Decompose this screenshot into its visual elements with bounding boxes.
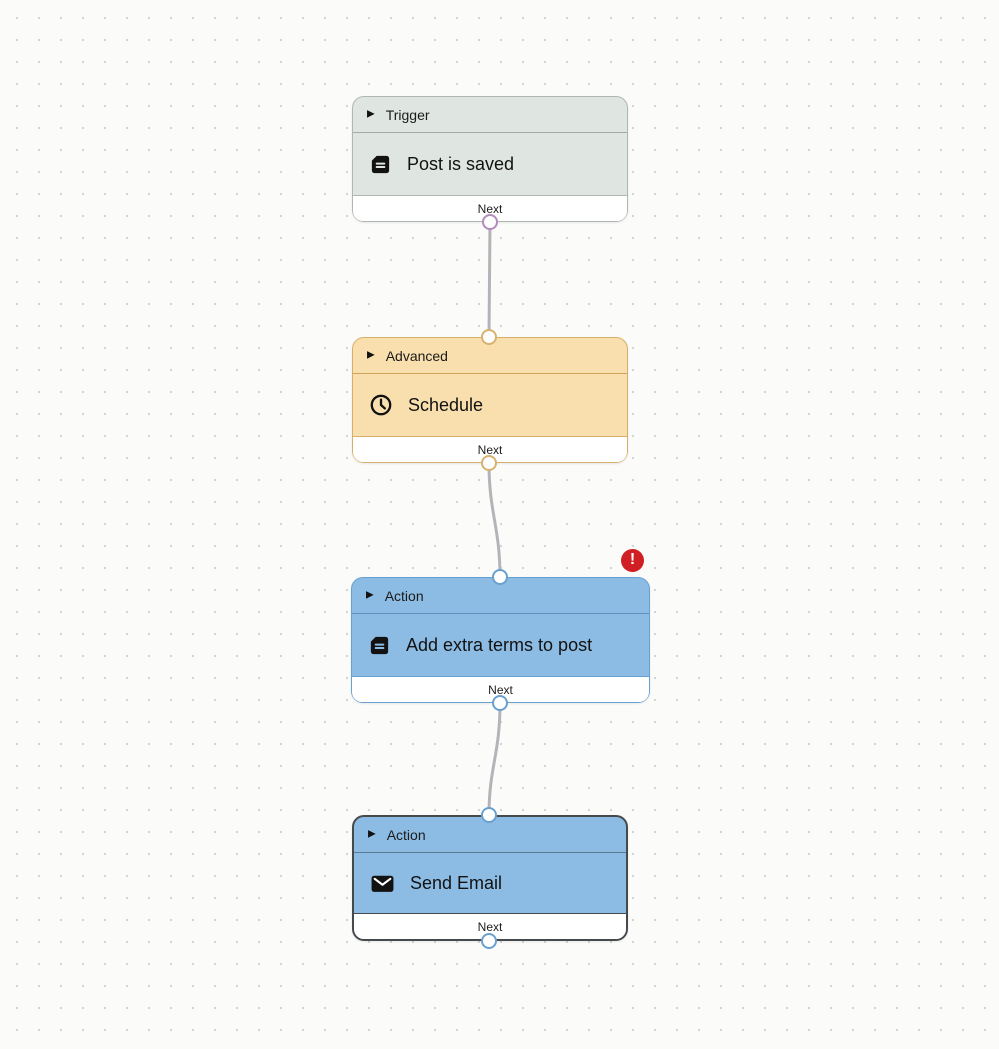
node-body: Schedule [353, 374, 627, 436]
port-output-add-terms[interactable] [492, 695, 508, 711]
node-footer-next: Next [353, 195, 627, 221]
disclosure-triangle-icon[interactable]: ▶ [368, 828, 376, 839]
node-category-label: Trigger [385, 106, 430, 123]
node-body: Send Email [354, 853, 626, 913]
port-output-advanced[interactable] [481, 455, 497, 471]
next-label: Next [477, 919, 503, 934]
edge-add-terms-to-send-email [487, 701, 502, 817]
edge-trigger-to-advanced [487, 220, 492, 339]
document-icon [371, 155, 390, 173]
envelope-icon [371, 875, 394, 892]
node-title: Send Email [410, 872, 503, 893]
node-category-label: Action [384, 587, 424, 604]
port-output-trigger[interactable] [482, 214, 498, 230]
next-label: Next [477, 201, 503, 216]
node-header[interactable]: ▶ Trigger [353, 97, 627, 133]
node-body: Post is saved [353, 133, 627, 195]
node-title: Add extra terms to post [406, 634, 593, 655]
disclosure-triangle-icon[interactable]: ▶ [367, 108, 375, 119]
node-header[interactable]: ▶ Advanced [353, 338, 627, 374]
node-action-add-extra-terms[interactable]: ▶ Action Add extra terms to post Next [351, 577, 650, 703]
disclosure-triangle-icon[interactable]: ▶ [366, 589, 374, 600]
node-advanced-schedule[interactable]: ▶ Advanced Schedule Next [352, 337, 628, 463]
node-header[interactable]: ▶ Action [352, 578, 649, 614]
port-output-send-email[interactable] [481, 933, 497, 949]
error-badge-icon[interactable]: ! [621, 549, 644, 572]
node-trigger-post-is-saved[interactable]: ▶ Trigger Post is saved Next [352, 96, 628, 222]
edge-advanced-to-add-terms [487, 461, 502, 579]
clock-icon [370, 394, 392, 416]
next-label: Next [477, 442, 503, 457]
node-body: Add extra terms to post [352, 614, 649, 676]
document-icon [370, 636, 389, 654]
node-title: Post is saved [407, 153, 515, 174]
port-input-add-terms[interactable] [492, 569, 508, 585]
node-category-label: Advanced [385, 347, 448, 364]
node-action-send-email[interactable]: ▶ Action Send Email Next [352, 815, 628, 941]
disclosure-triangle-icon[interactable]: ▶ [367, 349, 375, 360]
node-header[interactable]: ▶ Action [354, 817, 626, 853]
port-input-send-email[interactable] [481, 807, 497, 823]
next-label: Next [488, 682, 513, 697]
node-category-label: Action [386, 826, 426, 843]
node-title: Schedule [408, 394, 484, 415]
port-input-advanced[interactable] [481, 329, 497, 345]
